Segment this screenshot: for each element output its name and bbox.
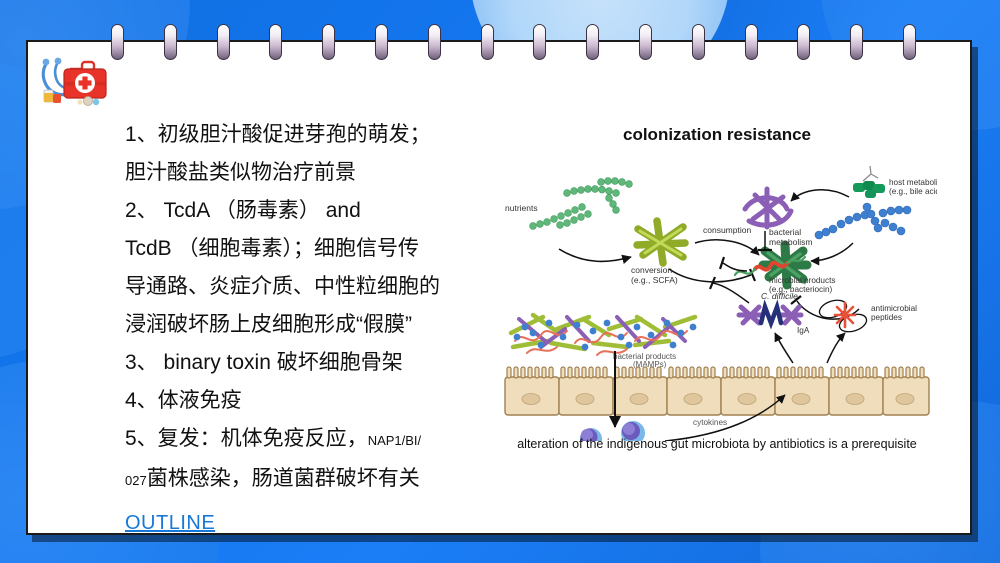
spiral-binding-ring-icon (375, 24, 388, 60)
label-microbial-products-line2: (e.g., bacteriocin) (769, 285, 833, 294)
host-metabolite-glyph (853, 165, 885, 198)
spiral-binding-ring-icon (797, 24, 811, 60)
spiral-binding-ring-icon (216, 24, 230, 60)
spiral-binding-ring-icon (111, 24, 124, 60)
metabolizing-bacteria-glyph (742, 186, 794, 230)
body-line-6: 浸润破坏肠上皮细胞形成“假膜” (125, 313, 412, 336)
label-bacterial-products-line2: (MAMPs) (633, 360, 667, 369)
label-antimicrobial-peptides-line2: peptides (871, 313, 902, 322)
body-line-2: 胆汁酸盐类似物治疗前景 (125, 161, 356, 184)
body-line-5: 导通路、炎症介质、中性粒细胞的 (125, 275, 440, 298)
label-bacterial-metabolism-line1: bacterial (769, 227, 801, 237)
figure-diagram: nutrients consumption conversion (e.g., (504, 165, 937, 441)
label-bacterial-products-line1: bacterial products (613, 352, 676, 361)
body-line-10-main: 菌株感染，肠道菌群破坏有关 (146, 467, 420, 490)
label-conversion-line2: (e.g., SCFA) (631, 275, 678, 285)
body-line-7: 3、 binary toxin 破坏细胞骨架 (125, 351, 403, 374)
nutrients-glyph (529, 177, 633, 230)
spiral-binding-ring-icon (850, 24, 864, 60)
label-microbial-products-line1: microbial products (769, 276, 835, 285)
body-line-9: 5、复发：机体免疫反应，NAP1/BI/ (125, 420, 465, 460)
content-card (26, 40, 972, 535)
figure-caption: alteration of the indigenous gut microbi… (517, 437, 917, 451)
spiral-binding-ring-icon (533, 24, 547, 60)
spiral-binding-ring-icon (691, 24, 705, 60)
spiral-binding-ring-icon (903, 24, 916, 60)
body-line-8: 4、体液免疫 (125, 389, 242, 412)
antimicrobial-peptides-glyph (818, 299, 868, 333)
spiral-binding-ring-icon (427, 24, 441, 60)
microbial-products-bacteria-glyph (814, 202, 912, 240)
label-iga: IgA (797, 326, 810, 335)
spiral-binding-ring-icon (322, 24, 336, 60)
label-antimicrobial-peptides-line1: antimicrobial (871, 304, 917, 313)
gut-epithelium-glyph (504, 366, 930, 416)
colonization-resistance-figure: colonization resistance (497, 125, 937, 480)
spiral-binding-ring-icon (586, 24, 600, 60)
label-conversion-line1: conversion (631, 265, 672, 275)
immune-cells-glyph (580, 421, 645, 441)
strain-name-part-1: NAP1/BI/ (367, 433, 422, 448)
spiral-binding-ring-icon (744, 24, 758, 60)
spiral-binding-ring-icon (480, 24, 494, 60)
label-consumption: consumption (703, 225, 751, 235)
body-line-10: 027菌株感染，肠道菌群破坏有关 (125, 460, 465, 500)
body-line-3: 2、 TcdA （肠毒素） and (125, 199, 361, 222)
label-c-difficile: C. difficile (761, 291, 798, 301)
spiral-binding-ring-icon (163, 24, 177, 60)
body-line-9-main: 5、复发：机体免疫反应， (125, 427, 368, 450)
spiral-binding-ring-icon (269, 24, 283, 60)
first-aid-kit-icon (36, 52, 114, 114)
label-nutrients: nutrients (505, 203, 538, 213)
gut-microbiota-mat-glyph (508, 312, 698, 356)
spiral-binding-ring-icon (639, 24, 652, 60)
strain-name-part-2: 027 (125, 473, 147, 488)
bacteriocin-glyph (733, 255, 807, 277)
body-line-1: 1、初级胆汁酸促进芽孢的萌发； (125, 123, 431, 146)
label-host-metabolite-line1: host metabolite (889, 178, 937, 187)
iga-glyph (736, 299, 804, 330)
figure-title: colonization resistance (623, 125, 811, 144)
label-cytokines: cytokines (693, 418, 727, 427)
outline-link[interactable]: OUTLINE (125, 512, 216, 534)
body-text-block: 1、初级胆汁酸促进芽孢的萌发； 胆汁酸盐类似物治疗前景 2、 TcdA （肠毒素… (125, 116, 465, 542)
label-host-metabolite-line2: (e.g., bile acids) (889, 187, 937, 196)
label-bacterial-metabolism-line2: metabolism (769, 237, 812, 247)
body-line-4: TcdB （细胞毒素）；细胞信号传 (125, 237, 420, 260)
